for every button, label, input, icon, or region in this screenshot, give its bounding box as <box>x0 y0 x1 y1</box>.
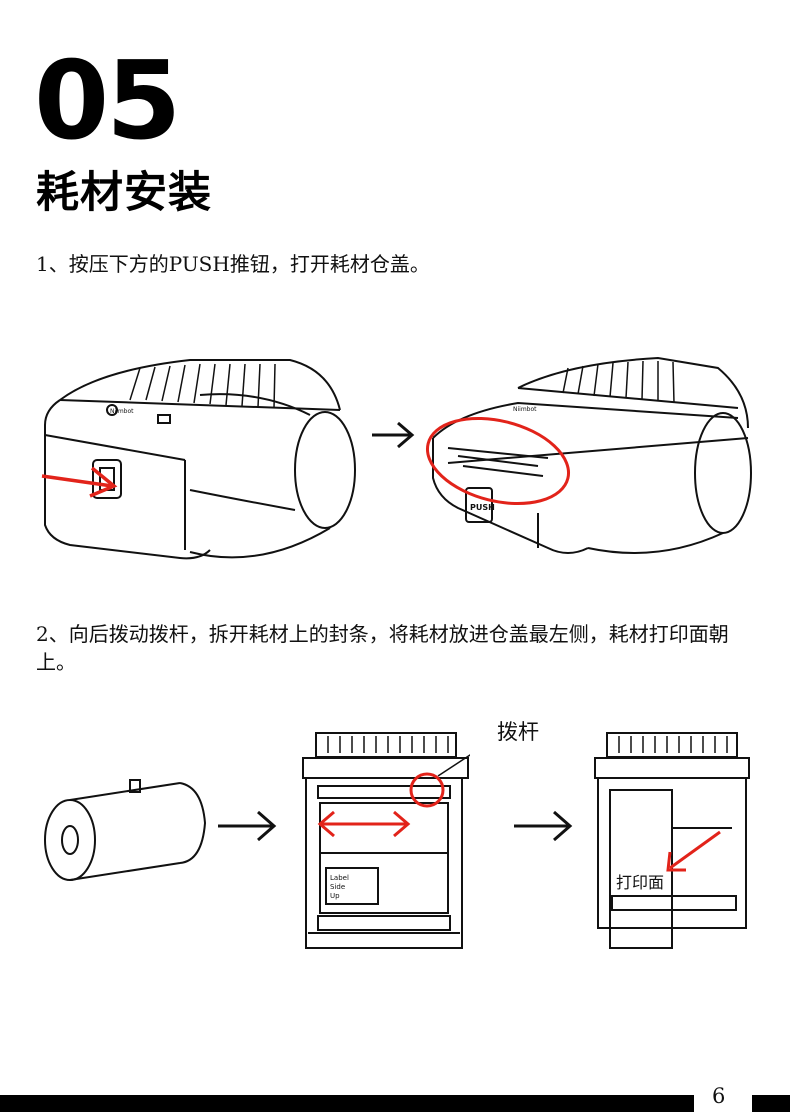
lever-label: 拨杆 <box>497 720 539 744</box>
step-2-text: 2、向后拨动拨杆，拆开耗材上的封条，将耗材放进仓盖最左侧，耗材打印面朝上。 <box>36 622 729 674</box>
printer-closed-illustration: Niimbot <box>41 359 356 560</box>
printer-top-view-illustration: Label Side Up <box>302 732 470 949</box>
label-side-line-2: Side <box>330 883 345 891</box>
footer-bar-end <box>752 1095 790 1112</box>
label-side-line-1: Label <box>330 874 349 882</box>
arrow-right-icon <box>372 421 415 449</box>
chapter-title: 耗材安装 <box>36 168 212 218</box>
arrow-right-icon <box>218 810 277 842</box>
label-side-line-3: Up <box>330 892 340 900</box>
printer-roll-inserted-illustration <box>594 732 750 949</box>
svg-text:Niimbot: Niimbot <box>513 406 537 413</box>
label-roll-illustration <box>44 779 207 881</box>
printer-open-illustration: Niimbot PUSH <box>425 356 752 554</box>
page-number: 6 <box>712 1084 726 1108</box>
step-1-text: 1、按压下方的PUSH推钮，打开耗材仓盖。 <box>36 252 430 276</box>
svg-text:Niimbot: Niimbot <box>110 408 134 415</box>
print-side-label: 打印面 <box>616 869 665 893</box>
arrow-right-icon <box>514 810 573 842</box>
chapter-number: 05 <box>34 39 181 164</box>
footer-bar <box>0 1095 694 1112</box>
push-label: PUSH <box>470 503 495 512</box>
